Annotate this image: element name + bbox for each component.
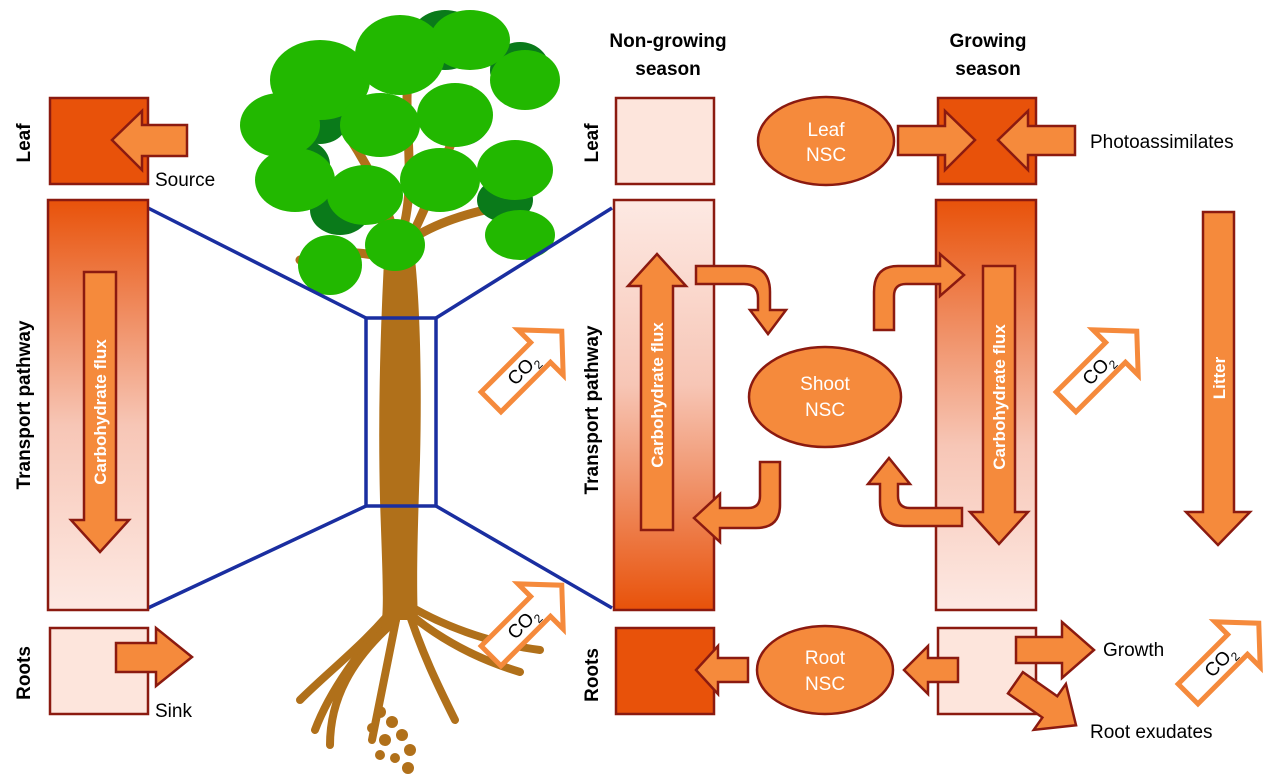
- sink-label: Sink: [155, 701, 192, 722]
- ng-leaf-box: [614, 96, 716, 186]
- growth-arrow: [1014, 619, 1096, 681]
- left-panel: Carbohydrate flux Leaf Transport pathway…: [14, 96, 215, 722]
- left-transport-label: Transport pathway: [14, 320, 35, 489]
- zoom-line-right-top: [435, 206, 613, 320]
- left-flux-label: Carbohydrate flux: [91, 339, 110, 485]
- right-leaf-label: Leaf: [582, 123, 603, 163]
- header-growing-line1: Growing: [949, 31, 1026, 52]
- root-nsc-line2: NSC: [805, 674, 845, 695]
- ng-flux-label: Carbohydrate flux: [648, 322, 667, 468]
- leaf-nsc: Leaf NSC: [756, 95, 896, 187]
- canopy: [240, 10, 560, 295]
- litter-label: Litter: [1210, 356, 1229, 399]
- right-roots-label: Roots: [582, 648, 603, 702]
- non-growing-column: Carbohydrate flux: [612, 96, 789, 716]
- co2-arrow-middle-right: CO2: [1052, 327, 1141, 416]
- zoom-indicator: [147, 206, 613, 610]
- left-roots-label: Roots: [14, 646, 35, 700]
- source-label: Source: [155, 170, 215, 191]
- root-nsc-to-ng-roots-arrow: [694, 642, 750, 698]
- g-to-shoot-nsc-arrow: [865, 456, 964, 528]
- sink-arrow: [114, 625, 194, 689]
- shoot-nsc-line2: NSC: [805, 400, 845, 421]
- co2-arrow-lower-right: CO2: [1174, 619, 1263, 708]
- root-nsc-line1: Root: [805, 648, 846, 669]
- header-non-growing-line2: season: [635, 59, 700, 80]
- shoot-nsc-to-ng-arrow: [692, 460, 782, 545]
- g-flux-label: Carbohydrate flux: [990, 324, 1009, 470]
- zoom-line-left-bottom: [147, 504, 367, 610]
- right-transport-label: Transport pathway: [582, 325, 603, 494]
- shoot-nsc-line1: Shoot: [800, 374, 850, 395]
- tree-illustration: [240, 10, 560, 774]
- photoassimilates-arrow: [996, 108, 1077, 174]
- header-growing-line2: season: [955, 59, 1020, 80]
- left-leaf-label: Leaf: [14, 123, 35, 163]
- shoot-nsc-to-g-arrow: [872, 251, 966, 332]
- root-exudates-arrow: [1006, 670, 1078, 732]
- ng-flux-arrow: [625, 252, 689, 532]
- leaf-nsc-line1: Leaf: [808, 120, 846, 141]
- root-nsc: Root NSC: [755, 624, 895, 716]
- leaf-nsc-to-g-leaf-arrow: [896, 108, 977, 174]
- growth-label: Growth: [1103, 640, 1164, 661]
- header-non-growing-line1: Non-growing: [609, 31, 726, 52]
- shoot-nsc: Shoot NSC: [747, 345, 903, 449]
- leaf-nsc-line2: NSC: [806, 145, 846, 166]
- g-flux-arrow: [967, 264, 1031, 546]
- growing-column: Carbohydrate flux Litter: [865, 96, 1253, 732]
- zoom-line-left-top: [147, 206, 367, 320]
- photoassimilates-label: Photoassimilates: [1090, 132, 1234, 153]
- root-exudates-label: Root exudates: [1090, 722, 1213, 743]
- co2-arrow-upper-left: CO2: [477, 327, 566, 416]
- left-flux-arrow: [68, 270, 132, 554]
- g-roots-to-root-nsc-arrow: [902, 642, 960, 698]
- zoom-line-right-bottom: [435, 504, 613, 610]
- trunk: [379, 250, 421, 620]
- zoom-box: [364, 316, 438, 508]
- litter-arrow: [1183, 210, 1253, 547]
- ng-to-shoot-nsc-arrow: [694, 264, 789, 337]
- fine-roots: [367, 706, 416, 774]
- source-arrow: [110, 108, 189, 174]
